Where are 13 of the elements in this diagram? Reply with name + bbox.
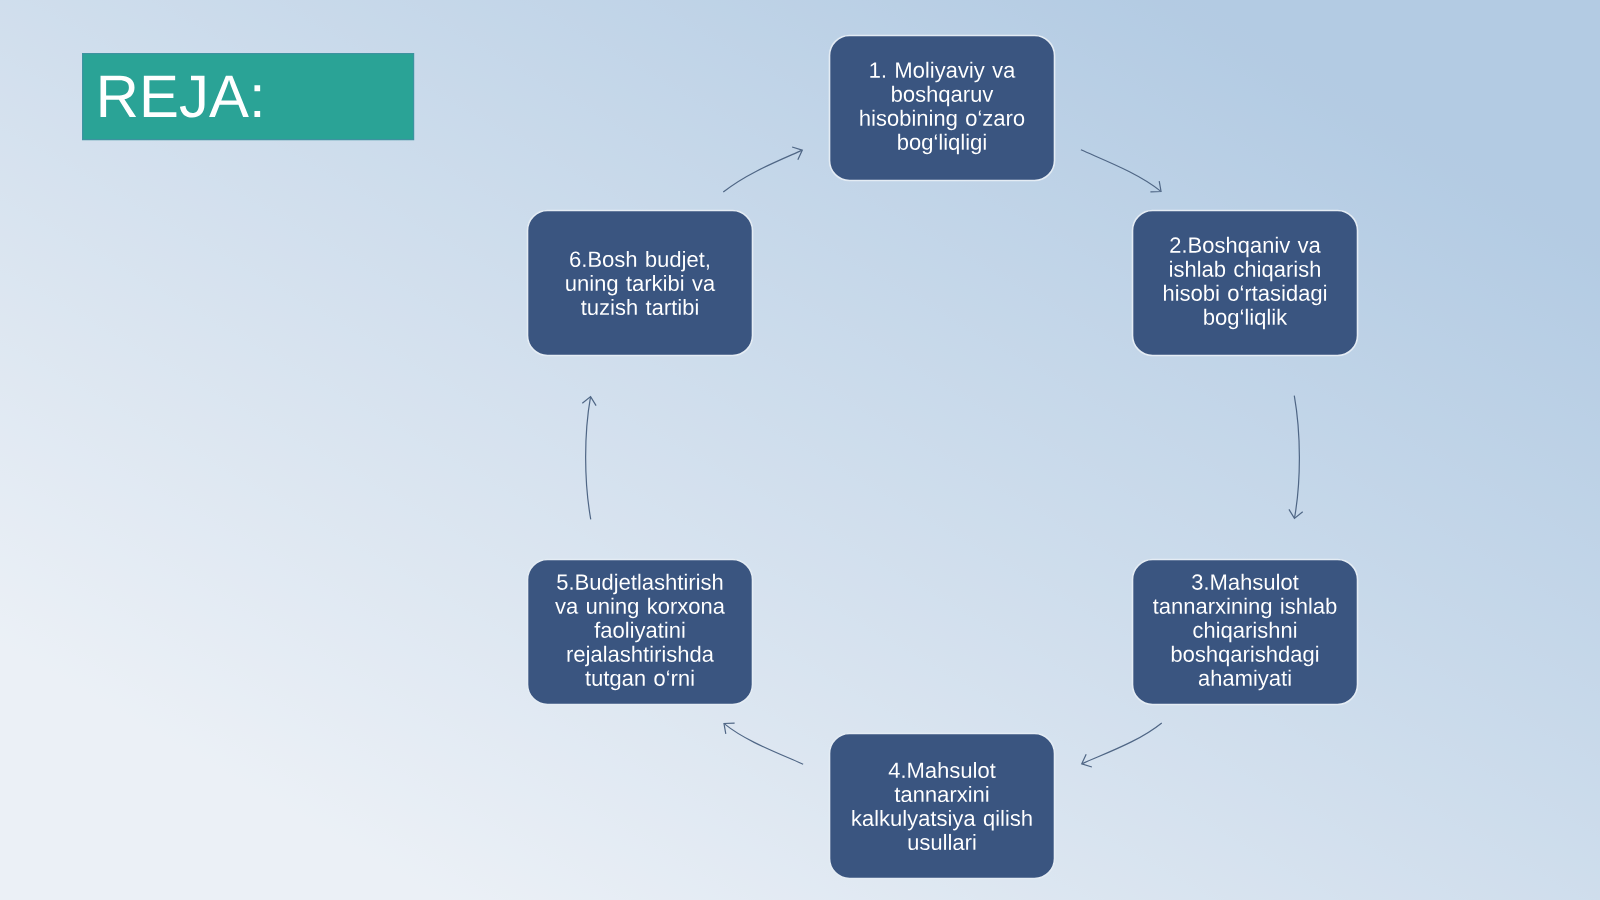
process-box: 6.Bosh budjet, uning tarkibi va tuzish tartibi [526,209,754,357]
arrow [723,722,804,765]
arrow [581,395,597,520]
arrow [1080,722,1163,768]
process-box: 3.Mahsulot tannarxining ishlab chiqarishni boshqarishdagi ahamiyati [1131,558,1359,706]
title-banner: REJA: [82,53,415,141]
process-box: 4.Mahsulot tannarxini kalkulyatsiya qilish usullari [828,732,1056,880]
process-box: 1. Moliyaviy va boshqaruv hisobining o‘zaro bog‘liqligi [828,34,1056,182]
arrow [1288,395,1304,520]
process-box: 5.Budjetlashtirish va uning korxona faoliyatini rejalashtirishda tutgan o‘rni [526,558,754,706]
arrow [722,146,804,193]
process-box: 2.Boshqaniv va ishlab chiqarish hisobi o‘rtasidagi bog‘liqlik [1131,209,1359,357]
arrow [1080,149,1162,193]
